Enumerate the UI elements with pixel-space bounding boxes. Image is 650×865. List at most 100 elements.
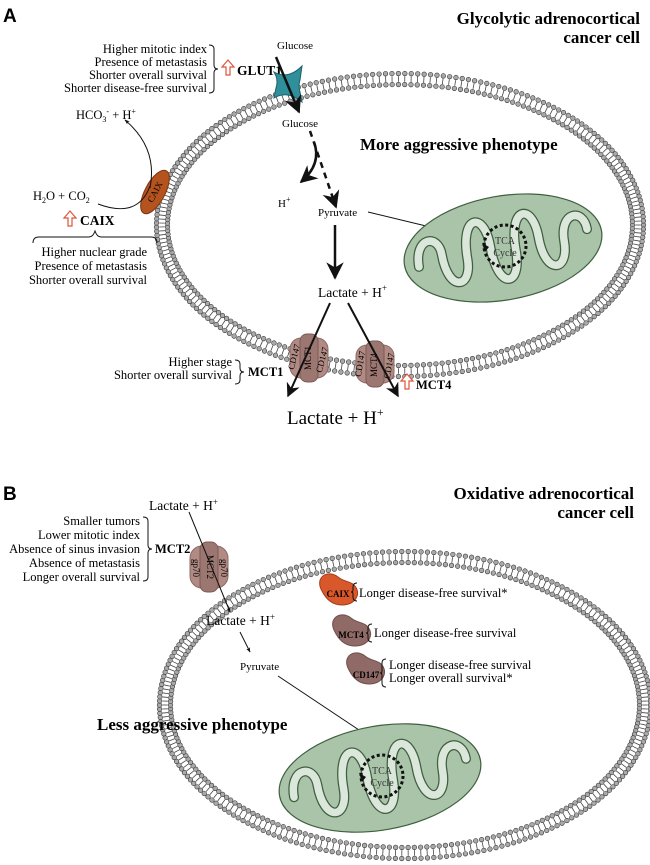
lipid-head <box>502 573 508 579</box>
lipid-head <box>578 809 584 815</box>
lipid-head <box>199 631 205 637</box>
lipid-head <box>599 610 605 616</box>
lipid-head <box>420 362 427 368</box>
lipid-head <box>513 89 519 95</box>
lipid-head <box>481 557 487 563</box>
lipid-head <box>587 803 593 809</box>
lipid-head <box>215 310 222 316</box>
lipid-head <box>507 87 514 93</box>
lipid-head <box>602 304 608 310</box>
glut1-up-arrow-icon <box>220 59 236 76</box>
lipid-head <box>339 358 346 364</box>
lipid-head <box>469 554 475 560</box>
lipid-head <box>338 75 344 81</box>
lipid-head <box>172 164 178 170</box>
lipid-head <box>606 283 613 289</box>
lipid-head <box>343 564 349 570</box>
lipid-head <box>618 286 624 292</box>
lipid-head <box>282 344 288 350</box>
lipid-head <box>455 841 461 847</box>
lipid-head <box>236 120 243 127</box>
lipid-head <box>187 145 193 152</box>
panel-b-title-line1: Oxidative adrenocortical <box>453 484 634 503</box>
lipid-head <box>614 641 620 647</box>
lipid-head <box>574 326 580 332</box>
lipid-head <box>584 612 590 619</box>
lipid-head <box>565 112 571 118</box>
lipid-head <box>193 766 199 772</box>
lipid-head <box>515 101 521 107</box>
lipid-head <box>475 555 481 561</box>
lipid-head <box>260 815 266 821</box>
tca-cycle-arrow-icon <box>359 773 366 782</box>
lipid-head <box>450 551 456 558</box>
lipid-head <box>554 823 560 829</box>
lipid-head <box>633 754 639 761</box>
lipid-head <box>520 103 527 109</box>
lipid-head <box>621 282 627 288</box>
lipid-head <box>580 610 586 616</box>
lipid-head <box>286 826 292 832</box>
lipid-head <box>411 844 417 850</box>
lipid-head <box>360 853 367 859</box>
lactate-efflux-mct4-arrow <box>347 302 399 398</box>
lipid-head <box>475 354 482 360</box>
mct2-brace <box>142 516 153 582</box>
lipid-head <box>415 373 421 379</box>
lipid-head <box>535 97 541 103</box>
lipid-head <box>465 367 472 374</box>
lipid-head <box>209 797 215 803</box>
lipid-head <box>579 323 585 329</box>
lipid-head <box>424 844 430 850</box>
lipid-head <box>217 803 223 809</box>
lipid-head <box>579 121 585 127</box>
lipid-head <box>601 289 607 295</box>
tca-cycle-arrow-icon <box>482 243 489 252</box>
lipid-head <box>620 631 626 637</box>
lipid-head <box>282 568 288 574</box>
panel-a-letter: A <box>3 6 17 27</box>
lipid-head <box>187 298 193 305</box>
lipid-head <box>228 797 234 803</box>
lipid-head <box>193 139 200 145</box>
lipid-head <box>472 366 478 372</box>
lipid-head <box>176 642 182 648</box>
lipid-head <box>510 564 517 570</box>
lactate-outside-label: Lactate + H+ <box>287 405 384 429</box>
lipid-head <box>213 122 219 129</box>
lipid-head <box>175 284 181 290</box>
lipid-head <box>439 360 445 366</box>
lipid-head <box>212 618 218 625</box>
lipid-head <box>302 573 308 579</box>
lipid-head <box>570 115 576 121</box>
lactate-efflux-mct1-arrow <box>286 302 331 398</box>
lipid-head <box>420 82 427 88</box>
mct2-effect: Smaller tumors <box>63 514 140 528</box>
lipid-head <box>584 305 590 311</box>
lipid-head <box>447 74 453 80</box>
lipid-head <box>288 566 294 572</box>
lipid-head <box>559 584 565 590</box>
lipid-head <box>270 819 276 826</box>
lipid-head <box>220 612 226 619</box>
caix-effect: Shorter overall survival <box>29 273 148 287</box>
lipid-head <box>212 785 218 792</box>
lipid-head <box>180 291 186 297</box>
mct4-complex: MCT4 CD147 CD147 <box>353 340 396 388</box>
lipid-head <box>479 837 485 843</box>
lipid-head <box>186 281 192 287</box>
lipid-head <box>321 89 328 95</box>
lipid-head <box>402 362 408 369</box>
lipid-head <box>240 817 246 824</box>
lipid-head <box>374 843 380 850</box>
lipid-head <box>507 829 513 835</box>
lipid-head <box>232 800 238 806</box>
lipid-head <box>633 649 639 656</box>
lipid-head <box>544 589 550 595</box>
lipid-head <box>510 345 516 351</box>
lipid-head <box>331 566 337 572</box>
lipid-head <box>504 97 510 103</box>
lipid-head <box>450 852 456 859</box>
lipid-head <box>193 305 200 311</box>
lipid-head <box>271 104 277 110</box>
